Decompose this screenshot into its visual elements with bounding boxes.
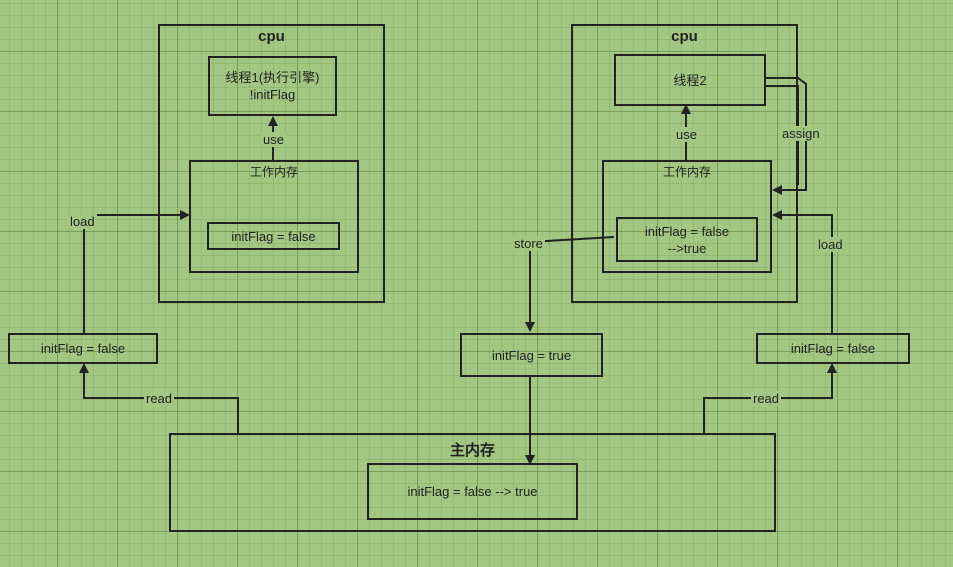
right-assign-arrow: [766, 77, 807, 195]
right-read-label: read: [751, 391, 782, 406]
cpu-left-box: cpu: [158, 24, 385, 303]
thread-1-label: 线程1(执行引擎): [225, 70, 320, 85]
right-load-arrow: [772, 210, 833, 333]
right-transfer-value: initFlag = false: [790, 341, 876, 356]
thread-1-box: 线程1(执行引擎) !initFlag: [208, 56, 337, 116]
middle-transfer-box: initFlag = true: [460, 333, 603, 377]
store-label: store: [512, 236, 545, 251]
right-use-label: use: [674, 127, 699, 142]
right-transfer-box: initFlag = false: [756, 333, 910, 364]
middle-transfer-value: initFlag = true: [491, 347, 572, 363]
cpu-right-box: cpu: [571, 24, 798, 303]
left-read-label: read: [144, 391, 175, 406]
main-memory-value-box: initFlag = false --> true: [367, 463, 578, 520]
left-transfer-box: initFlag = false: [8, 333, 158, 364]
cpu-right-title: cpu: [671, 28, 698, 45]
cpu-left-title: cpu: [258, 28, 285, 45]
working-memory-left-value: initFlag = false: [231, 228, 316, 244]
working-memory-right-value-line1: initFlag = false: [644, 223, 730, 239]
assign-label: assign: [780, 126, 822, 141]
main-memory-box: 主内存: [169, 433, 776, 532]
main-memory-value: initFlag = false --> true: [407, 484, 538, 499]
thread-2-box: 线程2: [614, 54, 766, 106]
working-memory-right-box: 工作内存: [602, 160, 772, 273]
working-memory-right-value-line2: -->true: [667, 240, 707, 256]
working-memory-left-value-box: initFlag = false: [207, 222, 340, 250]
working-memory-right-title: 工作内存: [662, 165, 711, 179]
main-memory-title: 主内存: [449, 442, 495, 459]
thread-1-flag-check: !initFlag: [249, 87, 296, 102]
right-load-label: load: [816, 237, 845, 252]
thread-2-label: 线程2: [673, 72, 707, 88]
left-transfer-value: initFlag = false: [40, 341, 126, 356]
working-memory-left-title: 工作内存: [249, 165, 298, 179]
working-memory-right-value-box: initFlag = false -->true: [616, 217, 758, 262]
left-use-label: use: [261, 132, 286, 147]
working-memory-left-box: 工作内存: [189, 160, 359, 273]
left-load-label: load: [68, 214, 97, 229]
